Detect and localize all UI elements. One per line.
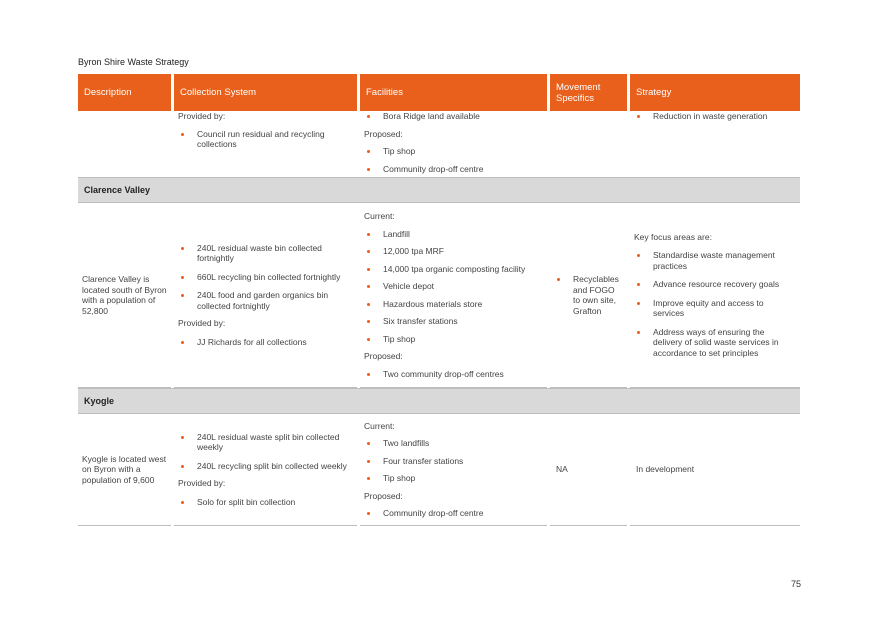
section-header-kyogle: Kyogle [78, 388, 800, 414]
list-item: Two community drop-off centres [364, 369, 543, 380]
cell-movement-specifics: NA [550, 414, 627, 526]
current-label: Current: [364, 211, 395, 221]
list-item: 660L recycling bin collected fortnightly [178, 272, 353, 283]
strategy-list: Reduction in waste generation [634, 111, 796, 122]
strategy-list: Standardise waste management practices A… [634, 250, 796, 358]
provided-by-label: Provided by: [178, 318, 226, 329]
cell-movement-specifics: Recyclables and FOGO to own site, Grafto… [550, 203, 627, 388]
header-movement-specifics: Movement Specifics [550, 74, 627, 111]
table-header: Description Collection System Facilities… [78, 74, 800, 111]
list-item: Landfill [364, 229, 543, 240]
list-item: Standardise waste management practices [634, 250, 796, 271]
list-item: JJ Richards for all collections [178, 337, 353, 348]
current-list: Landfill 12,000 tpa MRF 14,000 tpa organ… [364, 229, 543, 345]
cell-collection-system: 240L residual waste split bin collected … [174, 414, 357, 526]
cell-collection-system: Provided by: Council run residual and re… [174, 111, 357, 177]
header-collection-system: Collection System [174, 74, 357, 111]
collection-list: 240L residual waste split bin collected … [178, 432, 353, 472]
header-description: Description [78, 74, 171, 111]
page-number: 75 [790, 579, 801, 589]
cell-collection-system: 240L residual waste bin collected fortni… [174, 203, 357, 388]
list-item: Address ways of ensuring the delivery of… [634, 327, 796, 359]
list-item: Council run residual and recycling colle… [178, 129, 353, 150]
list-item: Advance resource recovery goals [634, 279, 796, 290]
provided-by-list: JJ Richards for all collections [178, 337, 353, 348]
document-title: Byron Shire Waste Strategy [78, 57, 189, 67]
current-list: Two landfills Four transfer stations Tip… [364, 438, 543, 484]
list-item: 240L residual waste split bin collected … [178, 432, 353, 453]
table-row-clarence-valley: Clarence Valley is located south of Byro… [78, 203, 800, 388]
list-item: Vehicle depot [364, 281, 543, 292]
cell-facilities: Current: Landfill 12,000 tpa MRF 14,000 … [360, 203, 547, 388]
provided-by-label: Provided by: [178, 478, 226, 489]
table-row-kyogle: Kyogle is located west on Byron with a p… [78, 414, 800, 526]
cell-description: Clarence Valley is located south of Byro… [78, 203, 171, 388]
list-item: Four transfer stations [364, 456, 543, 467]
list-item: 240L food and garden organics bin collec… [178, 290, 353, 311]
cell-description: Kyogle is located west on Byron with a p… [78, 414, 171, 526]
collection-list: 240L residual waste bin collected fortni… [178, 243, 353, 312]
collection-list: Council run residual and recycling colle… [178, 129, 353, 150]
list-item: 12,000 tpa MRF [364, 246, 543, 257]
list-item: 14,000 tpa organic composting facility [364, 264, 543, 275]
list-item: Tip shop [364, 473, 543, 484]
list-item: Six transfer stations [364, 316, 543, 327]
list-item: Reduction in waste generation [634, 111, 796, 122]
list-item: Solo for split bin collection [178, 497, 353, 508]
list-item: Hazardous materials store [364, 299, 543, 310]
cell-strategy: Reduction in waste generation [630, 111, 800, 177]
cell-movement-specifics [550, 111, 627, 177]
proposed-list: Two community drop-off centres [364, 369, 543, 380]
list-item: Bora Ridge land available [364, 111, 543, 122]
proposed-label: Proposed: [364, 128, 403, 139]
provided-by-label: Provided by: [178, 111, 226, 121]
cell-facilities: Bora Ridge land available Proposed: Tip … [360, 111, 547, 177]
table-row-continuation: Provided by: Council run residual and re… [78, 111, 800, 177]
cell-strategy: Key focus areas are: Standardise waste m… [630, 203, 800, 388]
list-item: 240L recycling split bin collected weekl… [178, 461, 353, 472]
provided-by-list: Solo for split bin collection [178, 497, 353, 508]
proposed-list: Tip shop Community drop-off centre [364, 146, 543, 174]
header-strategy: Strategy [630, 74, 800, 111]
list-item: Two landfills [364, 438, 543, 449]
list-item: Improve equity and access to services [634, 298, 796, 319]
list-item: 240L residual waste bin collected fortni… [178, 243, 353, 264]
cell-strategy: In development [630, 414, 800, 526]
list-item: Tip shop [364, 334, 543, 345]
list-item: Community drop-off centre [364, 508, 543, 519]
waste-strategy-table: Description Collection System Facilities… [75, 74, 803, 526]
cell-facilities: Current: Two landfills Four transfer sta… [360, 414, 547, 526]
strategy-intro: Key focus areas are: [634, 231, 712, 242]
proposed-label: Proposed: [364, 351, 403, 361]
proposed-label: Proposed: [364, 490, 403, 501]
section-title: Clarence Valley [78, 177, 800, 203]
list-item: Recyclables and FOGO to own site, Grafto… [554, 274, 623, 316]
section-header-clarence-valley: Clarence Valley [78, 177, 800, 203]
proposed-list: Community drop-off centre [364, 508, 543, 519]
list-item: Tip shop [364, 146, 543, 157]
header-facilities: Facilities [360, 74, 547, 111]
cell-description [78, 111, 171, 177]
movement-list: Recyclables and FOGO to own site, Grafto… [554, 274, 623, 316]
facilities-list: Bora Ridge land available [364, 111, 543, 122]
list-item: Community drop-off centre [364, 164, 543, 175]
current-label: Current: [364, 420, 395, 431]
section-title: Kyogle [78, 388, 800, 414]
